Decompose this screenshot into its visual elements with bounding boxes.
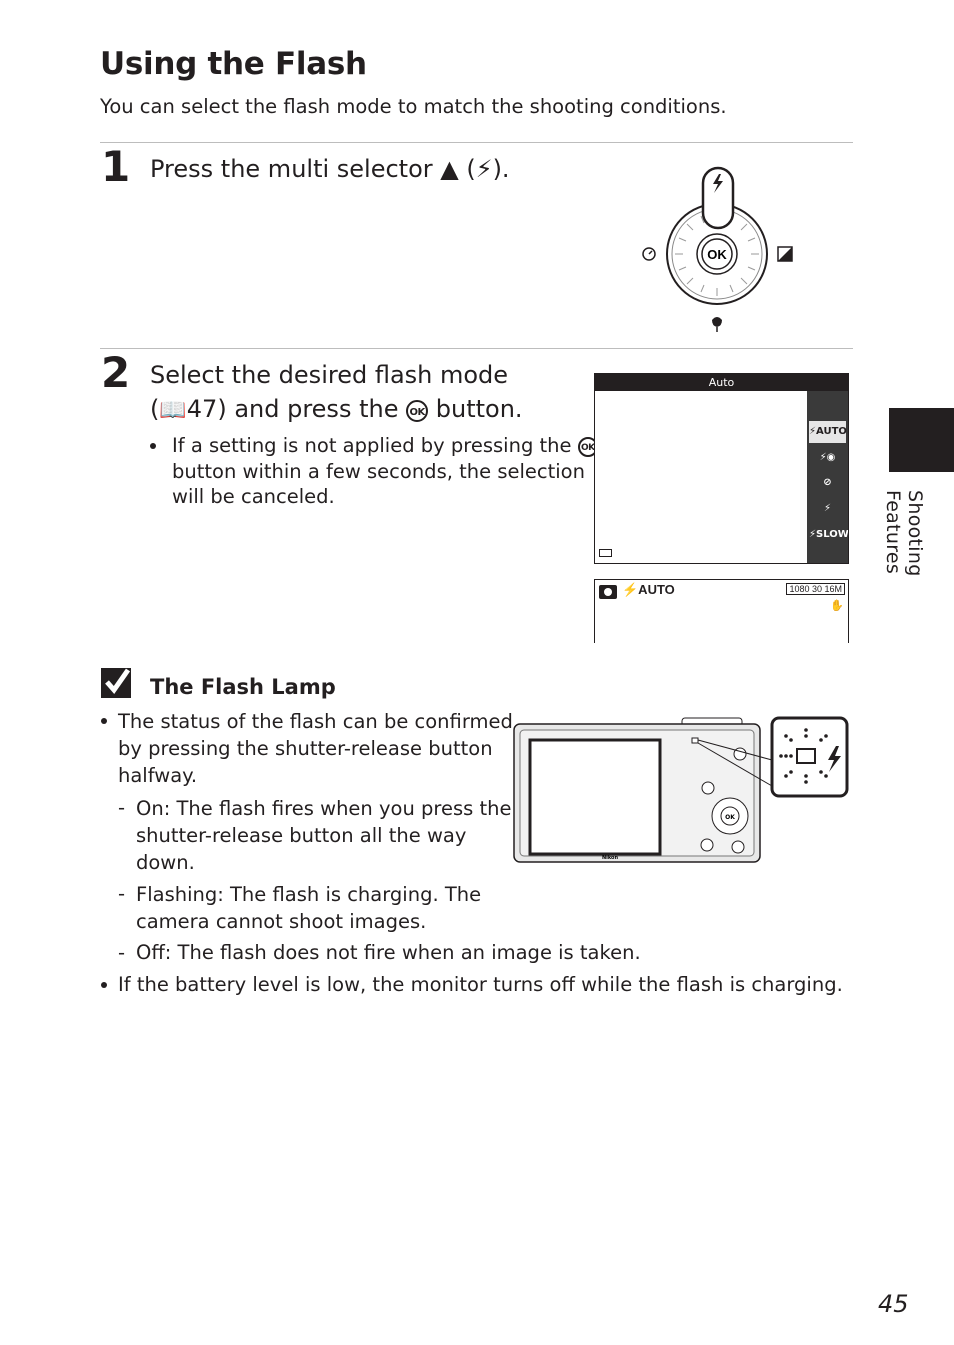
page-title: Using the Flash <box>100 46 367 82</box>
step-2-bullet-line1: If a setting is not applied by pressing … <box>172 433 598 459</box>
note-sub-line: camera cannot shoot images. <box>136 910 427 933</box>
bullet-dot <box>150 443 156 449</box>
flash-status: ⚡AUTO <box>622 582 675 597</box>
flash-option-slow-sync[interactable]: ⚡SLOW <box>809 529 849 540</box>
step-2-line2-end: button. <box>435 395 523 423</box>
page-number: 45 <box>878 1290 909 1318</box>
svg-text:OK: OK <box>725 814 735 821</box>
flash-option-red-eye[interactable]: ⚡◉ <box>819 452 836 463</box>
note-sub-line: Flashing: The flash is charging. The <box>136 883 482 906</box>
dash: - <box>118 882 126 905</box>
menu-header: Auto <box>595 374 848 391</box>
note-bullet-1-line: by pressing the shutter-release button <box>118 737 493 760</box>
flash-mode-menu-screen: Auto ⚡AUTO ⚡◉ ⊘ ⚡ ⚡SLOW <box>594 373 849 564</box>
page-ref-icon: 📖 <box>159 398 187 423</box>
shooting-screen: ⚡AUTO 1080 30 16M ✋ <box>594 579 849 643</box>
step-2-bullet-line2: button within a few seconds, the selecti… <box>172 460 585 483</box>
note-sub-line: down. <box>136 851 195 874</box>
note-bullet-1-line: halfway. <box>118 764 198 787</box>
note-sub-line: On: The flash fires when you press the <box>136 797 512 820</box>
note-sub-2: Flashing: The flash is charging. The cam… <box>136 881 481 935</box>
bullet-dot <box>101 982 107 988</box>
note-bullet-2: If the battery level is low, the monitor… <box>118 973 843 996</box>
macro-icon <box>712 317 722 332</box>
flash-icon <box>713 174 723 193</box>
bullet-text: If a setting is not applied by pressing … <box>172 434 572 457</box>
vr-icon: ✋ <box>830 599 844 612</box>
camera-back-illustration: Nikon OK <box>513 716 849 863</box>
step-2-ref-text: 47) and press the <box>186 395 399 423</box>
flash-lamp-rays <box>779 728 828 784</box>
flash-options-panel: ⚡AUTO ⚡◉ ⊘ ⚡ ⚡SLOW <box>807 391 849 563</box>
ok-icon: OK <box>406 400 429 422</box>
flash-icon <box>828 746 841 772</box>
flash-option-auto[interactable]: ⚡AUTO <box>809 421 847 443</box>
note-bullet-1: The status of the flash can be confirmed… <box>118 708 513 789</box>
step-2-line1: Select the desired flash mode <box>150 361 509 389</box>
flash-option-off[interactable]: ⊘ <box>823 477 832 488</box>
flash-option-fill[interactable]: ⚡ <box>823 503 832 514</box>
brand-label: Nikon <box>602 855 619 861</box>
note-bullet-1-line: The status of the flash can be confirmed <box>118 710 513 733</box>
note-sub-3: Off: The flash does not fire when an ima… <box>136 941 641 964</box>
check-note-icon <box>101 668 131 698</box>
step-2-line2: (📖47) and press the OK button. <box>150 392 523 428</box>
divider <box>100 348 853 349</box>
section-label: Shooting Features <box>882 490 926 577</box>
image-settings-status: 1080 30 16M <box>786 583 845 595</box>
step-1-number: 1 <box>101 142 131 191</box>
dash: - <box>118 941 126 964</box>
step-2-bullet-line3: will be canceled. <box>172 485 335 508</box>
exposure-comp-icon <box>777 246 793 262</box>
dash: - <box>118 796 126 819</box>
intro-text: You can select the flash mode to match t… <box>100 95 727 118</box>
ok-button-label: OK <box>707 247 727 262</box>
self-timer-icon <box>642 247 656 261</box>
paren-open: ( <box>150 395 160 423</box>
camera-mode-icon <box>599 585 617 599</box>
multi-selector-illustration: OK <box>642 166 793 332</box>
bullet-dot <box>101 718 107 724</box>
note-heading: The Flash Lamp <box>150 675 336 699</box>
divider <box>100 142 853 143</box>
note-sub-line: shutter-release button all the way <box>136 824 467 847</box>
battery-icon <box>599 549 612 557</box>
step-2-number: 2 <box>101 348 131 397</box>
section-tab <box>889 408 954 472</box>
step-1-text: Press the multi selector ▲ (⚡). <box>150 155 510 183</box>
note-sub-1: On: The flash fires when you press the s… <box>136 795 512 876</box>
